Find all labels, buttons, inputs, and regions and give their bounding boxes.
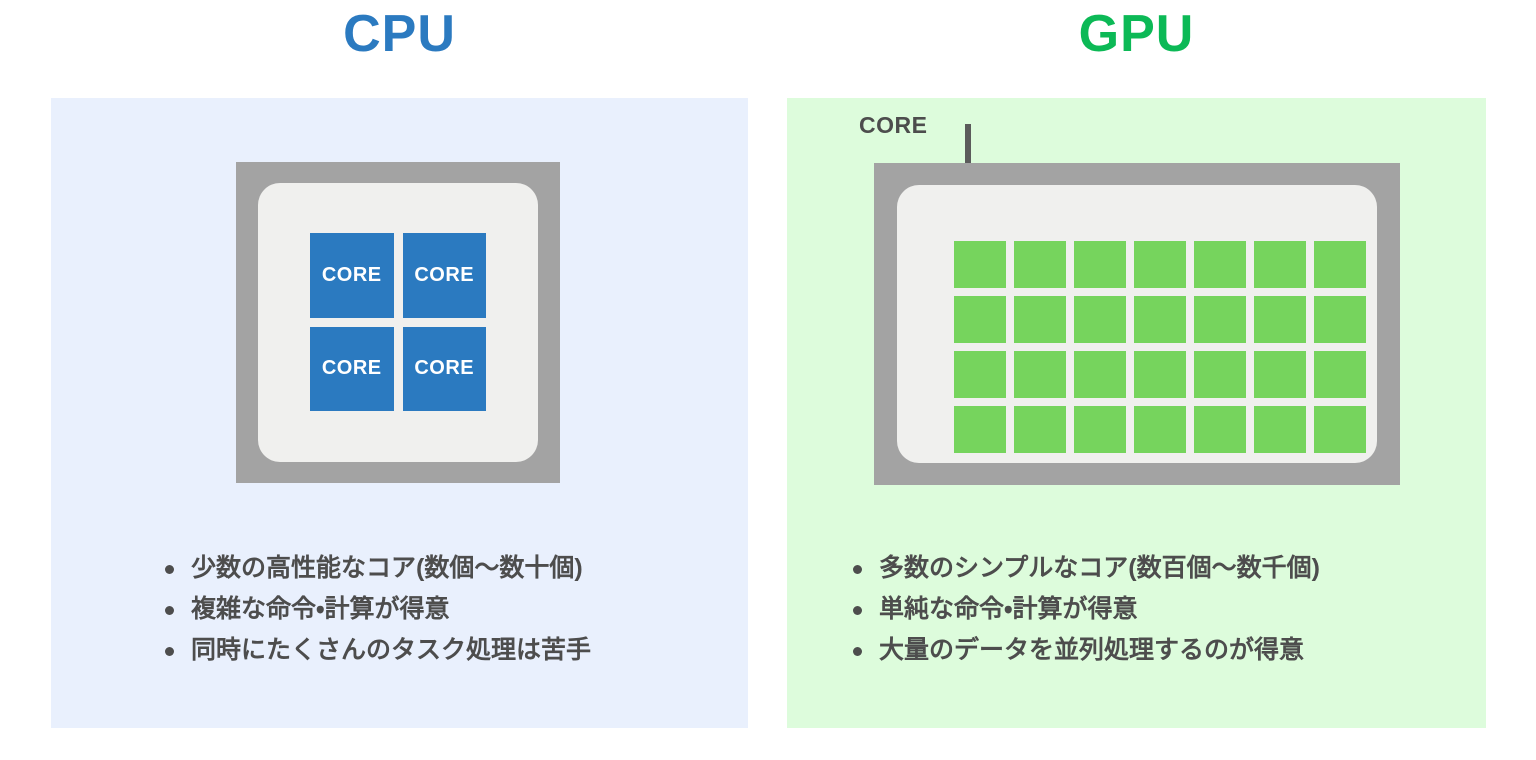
gpu-core-cell <box>1014 241 1066 288</box>
panel-gpu: CORE <box>787 98 1486 728</box>
gpu-core-cell <box>1254 241 1306 288</box>
list-item: 複雑な命令・計算が得意 <box>161 589 591 630</box>
gpu-core-cell <box>1254 351 1306 398</box>
gpu-feature-list: 多数のシンプルなコア(数百個〜数千個) 単純な命令・計算が得意 大量のデータを並… <box>849 548 1320 671</box>
core-annotation-label: CORE <box>859 112 928 138</box>
gpu-core-cell <box>1314 351 1366 398</box>
gpu-core-cell <box>1254 406 1306 453</box>
gpu-core-cell <box>1074 241 1126 288</box>
gpu-core-cell <box>1314 406 1366 453</box>
gpu-core-cell <box>1314 296 1366 343</box>
gpu-core-cell <box>1134 296 1186 343</box>
gpu-core-cell <box>954 296 1006 343</box>
page-title-cpu: CPU <box>343 5 456 63</box>
gpu-core-cell <box>1134 351 1186 398</box>
gpu-core-cell <box>1314 241 1366 288</box>
gpu-core-cell <box>1074 296 1126 343</box>
gpu-core-cell <box>1254 296 1306 343</box>
cpu-core-cell: CORE <box>402 233 486 318</box>
cpu-feature-list: 少数の高性能なコア(数個〜数十個) 複雑な命令・計算が得意 同時にたくさんのタス… <box>161 548 591 671</box>
list-item: 大量のデータを並列処理するのが得意 <box>849 630 1320 671</box>
list-item: 少数の高性能なコア(数個〜数十個) <box>161 548 591 589</box>
gpu-core-cell <box>954 351 1006 398</box>
cpu-core-cell: CORE <box>310 233 394 318</box>
list-item: 同時にたくさんのタスク処理は苦手 <box>161 630 591 671</box>
list-item: 多数のシンプルなコア(数百個〜数千個) <box>849 548 1320 589</box>
gpu-core-cell <box>1194 241 1246 288</box>
gpu-chip-die <box>897 185 1377 463</box>
gpu-core-cell <box>1014 351 1066 398</box>
cpu-core-grid: CORE CORE CORE CORE <box>310 233 486 411</box>
gpu-core-cell <box>1074 351 1126 398</box>
gpu-core-grid <box>954 241 1366 453</box>
cpu-chip-graphic: CORE CORE CORE CORE <box>236 162 560 483</box>
cpu-core-cell: CORE <box>402 326 486 411</box>
gpu-core-cell <box>1014 406 1066 453</box>
cpu-core-cell: CORE <box>310 326 394 411</box>
gpu-core-cell <box>1134 241 1186 288</box>
gpu-core-cell <box>1194 296 1246 343</box>
gpu-core-cell <box>954 241 1006 288</box>
page-title-gpu: GPU <box>1078 5 1195 63</box>
gpu-core-cell <box>1074 406 1126 453</box>
panel-cpu: CORE CORE CORE CORE 少数の高性能なコア(数個〜数十個) 複雑… <box>51 98 748 728</box>
gpu-core-cell <box>954 406 1006 453</box>
cpu-chip-die: CORE CORE CORE CORE <box>258 183 538 462</box>
gpu-core-cell <box>1014 296 1066 343</box>
gpu-chip-graphic <box>874 163 1400 485</box>
gpu-core-cell <box>1194 351 1246 398</box>
list-item: 単純な命令・計算が得意 <box>849 589 1320 630</box>
gpu-core-cell <box>1194 406 1246 453</box>
gpu-core-cell <box>1134 406 1186 453</box>
